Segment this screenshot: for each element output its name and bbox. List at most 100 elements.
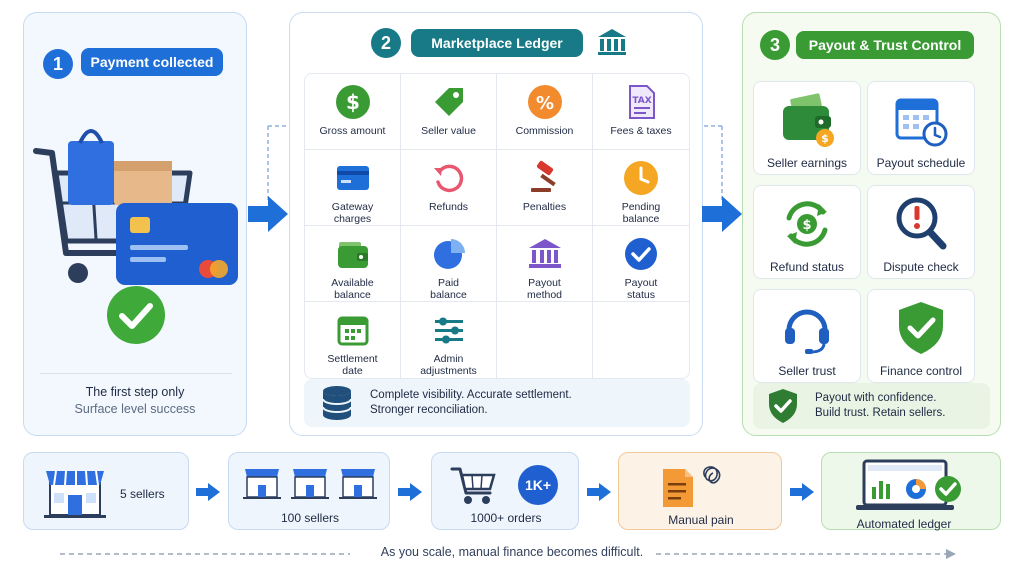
headset-icon bbox=[785, 309, 829, 354]
ledger-item-admin-adjustments: Admin adjustments bbox=[401, 302, 497, 378]
ledger-item-label: Available balance bbox=[331, 277, 374, 301]
clock-icon bbox=[624, 161, 658, 195]
ledger-item-label: Seller value bbox=[421, 125, 476, 137]
cart-icon bbox=[450, 467, 496, 504]
card-payout-schedule: Payout schedule bbox=[867, 81, 975, 175]
card-seller-trust: Seller trust bbox=[753, 289, 861, 383]
dollar-icon: $ bbox=[335, 85, 370, 119]
card-label: Finance control bbox=[879, 364, 963, 378]
scale-footer-text: As you scale, manual finance becomes dif… bbox=[380, 545, 644, 559]
svg-text:$: $ bbox=[346, 90, 360, 114]
laptop-dashboard-icon bbox=[856, 459, 961, 510]
shield-check-icon bbox=[899, 302, 943, 354]
stage-title-payment-collected: Payment collected bbox=[81, 48, 223, 76]
ledger-item-gateway-charges: Gateway charges bbox=[305, 150, 401, 226]
ledger-item-payout-status: Payout status bbox=[593, 226, 689, 302]
sliders-icon bbox=[434, 317, 463, 344]
orders-badge: 1K+ bbox=[518, 465, 558, 505]
stage-payout-trust-panel: 3 Payout & Trust Control $ Seller earnin… bbox=[742, 12, 1001, 436]
flow-arrow-1-to-2 bbox=[248, 125, 288, 232]
check-circle-icon bbox=[625, 238, 657, 270]
ledger-item-label: Gateway charges bbox=[331, 201, 374, 225]
ledger-item-gross-amount: $ Gross amount bbox=[305, 74, 401, 150]
success-check-icon bbox=[107, 286, 165, 344]
ledger-item-seller-value: Seller value bbox=[401, 74, 497, 150]
ledger-item-label: Fees & taxes bbox=[610, 125, 672, 137]
ledger-item-label: Refunds bbox=[428, 201, 469, 213]
ledger-summary-text: Complete visibility. Accurate settlement… bbox=[370, 389, 572, 416]
scale-step-5-sellers: 5 sellers bbox=[23, 452, 189, 530]
wallet-icon bbox=[337, 242, 368, 268]
card-refund-status: $ Refund status bbox=[753, 185, 861, 279]
ledger-item-label: Payout method bbox=[526, 277, 563, 301]
storefronts-icon bbox=[243, 469, 377, 499]
ledger-item-empty bbox=[497, 302, 593, 378]
card-label: Payout schedule bbox=[876, 156, 966, 170]
scale-step-label: 100 sellers bbox=[280, 511, 340, 525]
ledger-item-label: Gross amount bbox=[319, 125, 386, 137]
ledger-item-settlement-date: Settlement date bbox=[305, 302, 401, 378]
scale-step-label: 5 sellers bbox=[120, 487, 165, 501]
ledger-item-label: Commission bbox=[515, 125, 574, 137]
database-icon bbox=[322, 386, 352, 420]
card-label: Dispute check bbox=[883, 260, 959, 274]
svg-text:$: $ bbox=[821, 132, 829, 145]
stage1-caption-main: The first step only bbox=[85, 385, 185, 399]
pie-icon bbox=[433, 239, 465, 269]
stage1-caption-sub: Surface level success bbox=[74, 402, 196, 416]
calendar-icon bbox=[337, 316, 368, 346]
stage-marketplace-ledger-panel: 2 Marketplace Ledger $ Gross amount Sell… bbox=[289, 12, 703, 436]
divider bbox=[40, 373, 232, 374]
step-number-2: 2 bbox=[371, 28, 401, 58]
storefront-icon bbox=[44, 470, 106, 518]
ledger-item-fees-taxes: TAX Fees & taxes bbox=[593, 74, 689, 150]
card-label: Refund status bbox=[769, 260, 845, 274]
scale-step-automated-ledger: Automated ledger bbox=[821, 452, 1001, 531]
ledger-item-label: Penalties bbox=[522, 201, 567, 213]
ledger-item-refunds: Refunds bbox=[401, 150, 497, 226]
ledger-item-pending-balance: Pending balance bbox=[593, 150, 689, 226]
tag-icon bbox=[434, 88, 463, 116]
refund-cycle-icon: $ bbox=[786, 201, 828, 247]
ledger-item-payout-method: Payout method bbox=[497, 226, 593, 302]
step-number-1: 1 bbox=[43, 49, 73, 79]
svg-text:$: $ bbox=[802, 218, 811, 233]
wallet-money-icon: $ bbox=[783, 93, 834, 147]
gavel-icon bbox=[530, 160, 556, 192]
percent-icon: % bbox=[527, 85, 562, 119]
svg-text:%: % bbox=[535, 93, 553, 114]
ledger-item-label: Settlement date bbox=[327, 353, 378, 377]
card-seller-earnings: $ Seller earnings bbox=[753, 81, 861, 175]
refund-icon bbox=[433, 164, 463, 193]
scale-step-label: Automated ledger bbox=[856, 517, 952, 531]
trust-summary-text: Payout with confidence. Build trust. Ret… bbox=[815, 392, 946, 419]
scale-arrow bbox=[790, 483, 814, 501]
footer-dashed-line bbox=[60, 549, 956, 559]
card-label: Seller trust bbox=[778, 364, 836, 378]
flow-arrow-2-to-3 bbox=[702, 125, 742, 232]
ledger-item-commission: % Commission bbox=[497, 74, 593, 150]
scale-step-label: Manual pain bbox=[668, 513, 734, 527]
ledger-item-penalties: Penalties bbox=[497, 150, 593, 226]
ledger-item-empty bbox=[593, 302, 689, 378]
scale-arrow bbox=[196, 483, 220, 501]
stage-title-marketplace-ledger: Marketplace Ledger bbox=[411, 29, 583, 57]
svg-text:TAX: TAX bbox=[632, 96, 651, 106]
card-icon bbox=[336, 166, 369, 190]
ledger-item-label: Admin adjustments bbox=[420, 353, 477, 377]
scale-step-100-sellers: 100 sellers bbox=[228, 452, 390, 530]
ledger-summary: Complete visibility. Accurate settlement… bbox=[304, 379, 690, 427]
stage-title-payout-trust-control: Payout & Trust Control bbox=[796, 31, 974, 59]
calendar-clock-icon bbox=[895, 98, 948, 147]
scale-arrow bbox=[398, 483, 422, 501]
shield-check-icon bbox=[769, 389, 797, 423]
ledger-item-label: Paid balance bbox=[430, 277, 467, 301]
document-tangle-icon bbox=[663, 466, 721, 507]
stage-payment-collected-panel: 1 Payment collected The first step only … bbox=[23, 12, 247, 436]
scale-step-label: 1000+ orders bbox=[470, 511, 542, 525]
ledger-item-label: Pending balance bbox=[621, 201, 661, 225]
ledger-item-available-balance: Available balance bbox=[305, 226, 401, 302]
scale-arrow bbox=[587, 483, 611, 501]
bank-icon bbox=[528, 239, 561, 268]
magnifier-alert-icon bbox=[896, 197, 947, 250]
